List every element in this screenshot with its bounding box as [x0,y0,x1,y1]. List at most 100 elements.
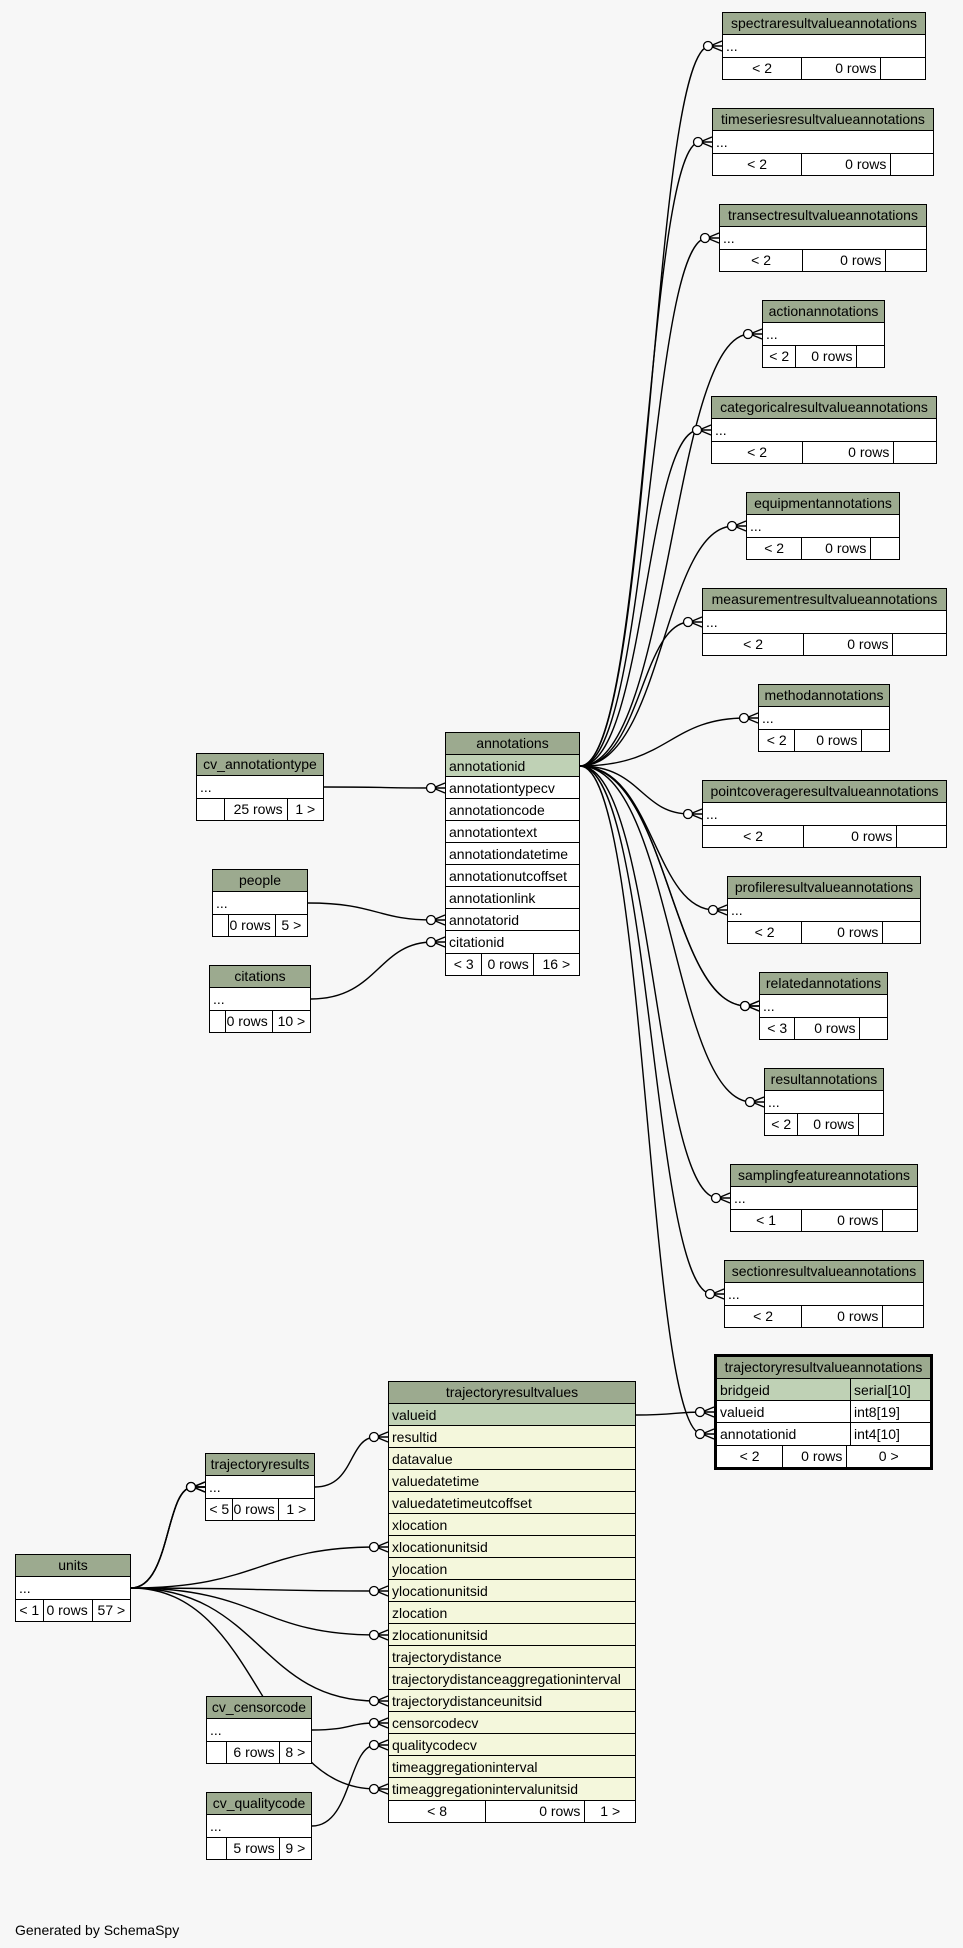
table-column[interactable]: resultid [389,1426,635,1448]
table-column[interactable]: ... [726,38,738,54]
table-name[interactable]: relatedannotations [760,973,887,995]
table-column[interactable]: ... [200,779,212,795]
table-name[interactable]: sectionresultvalueannotations [725,1261,923,1283]
table-column[interactable]: annotationdatetime [446,843,579,865]
table-column[interactable]: annotationcode [446,799,579,821]
table-column[interactable]: trajectorydistanceunitsid [389,1690,635,1712]
table-column[interactable]: ... [750,518,762,534]
table-name[interactable]: categoricalresultvalueannotations [712,397,936,419]
table-column[interactable]: ... [210,1722,222,1738]
table-column[interactable]: ylocation [389,1558,635,1580]
table-name[interactable]: samplingfeatureannotations [731,1165,917,1187]
table-column[interactable]: trajectorydistanceaggregationinterval [389,1668,635,1690]
table-name[interactable]: citations [210,966,310,988]
table-rows-count: 0 rows [795,730,863,751]
table-column[interactable]: xlocationunitsid [389,1536,635,1558]
table-name[interactable]: trajectoryresultvalueannotations [717,1357,930,1379]
table-column[interactable]: trajectorydistance [389,1646,635,1668]
table-name[interactable]: spectraresultvalueannotations [723,13,925,35]
table-column[interactable]: valuedatetime [389,1470,635,1492]
table-column[interactable]: annotationlink [446,887,579,909]
table-column[interactable]: valuedatetimeutcoffset [389,1492,635,1514]
table-column[interactable]: ... [716,134,728,150]
table-name[interactable]: profileresultvalueannotations [728,877,920,899]
table-column[interactable]: zlocationunitsid [389,1624,635,1646]
table-column[interactable]: zlocation [389,1602,635,1624]
table-column[interactable]: annotationutcoffset [446,865,579,887]
table-name[interactable]: timeseriesresultvalueannotations [713,109,933,131]
table-column[interactable]: timeaggregationinterval [389,1756,635,1778]
table-column[interactable]: datavalue [389,1448,635,1470]
table-name[interactable]: cv_annotationtype [197,754,323,776]
table-pointcoverageresultvalueannotations[interactable]: pointcoverageresultvalueannotations...< … [702,780,947,848]
table-column[interactable]: ... [766,326,778,342]
table-name[interactable]: actionannotations [763,301,884,323]
table-column[interactable]: ... [762,710,774,726]
table-column[interactable]: ... [19,1580,31,1596]
table-column[interactable]: ... [209,1479,221,1495]
table-name[interactable]: resultannotations [765,1069,883,1091]
table-name[interactable]: trajectoryresults [206,1454,314,1476]
table-column[interactable]: ... [715,422,727,438]
table-column[interactable]: ... [768,1094,780,1110]
table-name[interactable]: methodannotations [759,685,889,707]
table-column[interactable]: ... [728,1286,740,1302]
table-column[interactable]: censorcodecv [389,1712,635,1734]
table-column[interactable]: ... [734,1190,746,1206]
table-column[interactable]: timeaggregationintervalunitsid [389,1778,635,1800]
table-name[interactable]: trajectoryresultvalues [389,1382,635,1404]
table-column[interactable]: ... [216,895,228,911]
table-column[interactable]: ... [706,806,718,822]
table-column[interactable]: qualitycodecv [389,1734,635,1756]
table-column[interactable]: ... [706,614,718,630]
table-column[interactable]: ... [210,1818,222,1834]
table-name[interactable]: equipmentannotations [747,493,899,515]
table-column[interactable]: annotationid [446,755,579,777]
table-name[interactable]: pointcoverageresultvalueannotations [703,781,946,803]
table-name[interactable]: transectresultvalueannotations [720,205,926,227]
table-column[interactable]: xlocation [389,1514,635,1536]
table-name[interactable]: annotations [446,733,579,755]
table-name[interactable]: cv_qualitycode [207,1793,311,1815]
table-column[interactable]: valueid [389,1404,635,1426]
table-name[interactable]: people [213,870,307,892]
table-column[interactable]: annotationtypecv [446,777,579,799]
table-column[interactable]: ylocationunitsid [389,1580,635,1602]
table-column[interactable]: ... [723,230,735,246]
table-column[interactable]: ... [763,998,775,1014]
table-column[interactable]: ... [731,902,743,918]
table-column[interactable]: ... [213,991,225,1007]
table-name[interactable]: cv_censorcode [207,1697,311,1719]
table-column[interactable]: annotatorid [446,909,579,931]
table-column[interactable]: annotationtext [446,821,579,843]
table-name[interactable]: units [16,1555,130,1577]
table-name[interactable]: measurementresultvalueannotations [703,589,946,611]
table-column[interactable]: citationid [449,934,505,950]
